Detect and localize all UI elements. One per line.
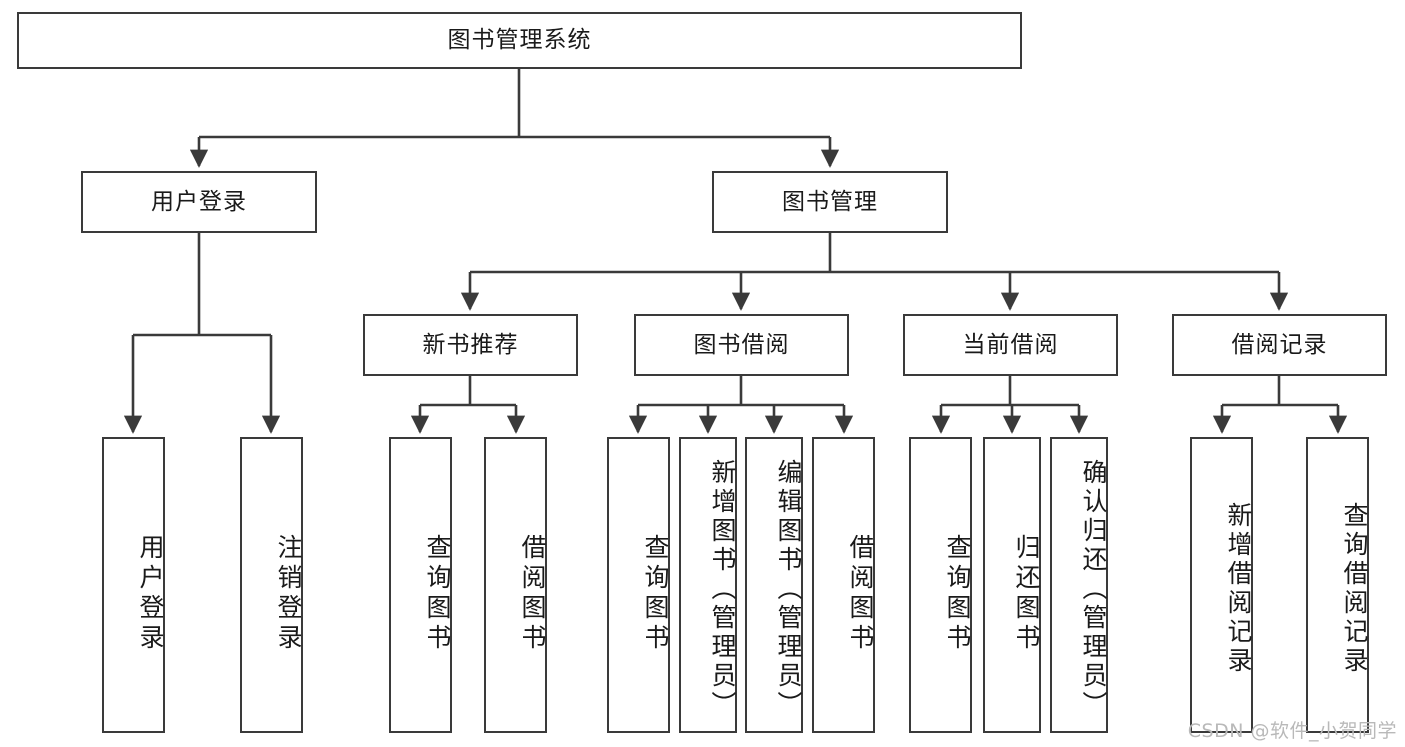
node-leaf-label: 注销登录 — [274, 534, 303, 654]
node-current-borrow-label: 当前借阅 — [962, 331, 1059, 358]
node-leaf-label: 编辑图书（管理员） — [774, 458, 803, 720]
node-root-label: 图书管理系统 — [447, 27, 592, 54]
node-user-login-label: 用户登录 — [151, 188, 247, 215]
node-leaf-label: 用户登录 — [136, 534, 165, 654]
node-leaf-label: 查询图书 — [423, 534, 452, 654]
node-leaf-label: 借阅图书 — [846, 534, 875, 654]
node-leaf-label: 新增借阅记录 — [1224, 502, 1253, 676]
node-current-borrow[interactable]: 当前借阅 — [903, 314, 1118, 376]
node-book-borrow-label: 图书借阅 — [693, 331, 790, 358]
node-leaf-label: 查询图书 — [943, 534, 972, 654]
node-new-book-recommend[interactable]: 新书推荐 — [363, 314, 578, 376]
node-leaf-label: 查询借阅记录 — [1340, 502, 1369, 676]
node-leaf-user-login[interactable]: 用户登录 — [102, 437, 165, 733]
node-leaf-edit-book-admin[interactable]: 编辑图书（管理员） — [745, 437, 803, 733]
node-leaf-query-book-recommend[interactable]: 查询图书 — [389, 437, 452, 733]
node-leaf-query-book-current[interactable]: 查询图书 — [909, 437, 972, 733]
node-book-management-label: 图书管理 — [782, 188, 878, 215]
node-borrow-records-label: 借阅记录 — [1231, 331, 1328, 358]
node-book-management[interactable]: 图书管理 — [712, 171, 948, 233]
node-leaf-add-borrow-record[interactable]: 新增借阅记录 — [1190, 437, 1253, 733]
node-leaf-query-book-borrow[interactable]: 查询图书 — [607, 437, 670, 733]
node-new-book-recommend-label: 新书推荐 — [422, 331, 519, 358]
node-leaf-label: 借阅图书 — [518, 534, 547, 654]
node-leaf-return-book[interactable]: 归还图书 — [983, 437, 1041, 733]
node-borrow-records[interactable]: 借阅记录 — [1172, 314, 1387, 376]
node-leaf-confirm-return-admin[interactable]: 确认归还（管理员） — [1050, 437, 1108, 733]
node-user-login[interactable]: 用户登录 — [81, 171, 317, 233]
node-leaf-label: 归还图书 — [1012, 534, 1041, 654]
node-leaf-logout[interactable]: 注销登录 — [240, 437, 303, 733]
node-leaf-label: 新增图书（管理员） — [708, 458, 737, 720]
node-leaf-borrow-book-recommend[interactable]: 借阅图书 — [484, 437, 547, 733]
node-leaf-add-book-admin[interactable]: 新增图书（管理员） — [679, 437, 737, 733]
node-leaf-label: 查询图书 — [641, 534, 670, 654]
node-leaf-query-borrow-record[interactable]: 查询借阅记录 — [1306, 437, 1369, 733]
csdn-watermark: CSDN @软件_小贺同学 — [1187, 720, 1397, 742]
node-root-system[interactable]: 图书管理系统 — [17, 12, 1022, 69]
node-book-borrow[interactable]: 图书借阅 — [634, 314, 849, 376]
node-leaf-borrow-book[interactable]: 借阅图书 — [812, 437, 875, 733]
node-leaf-label: 确认归还（管理员） — [1079, 458, 1108, 720]
